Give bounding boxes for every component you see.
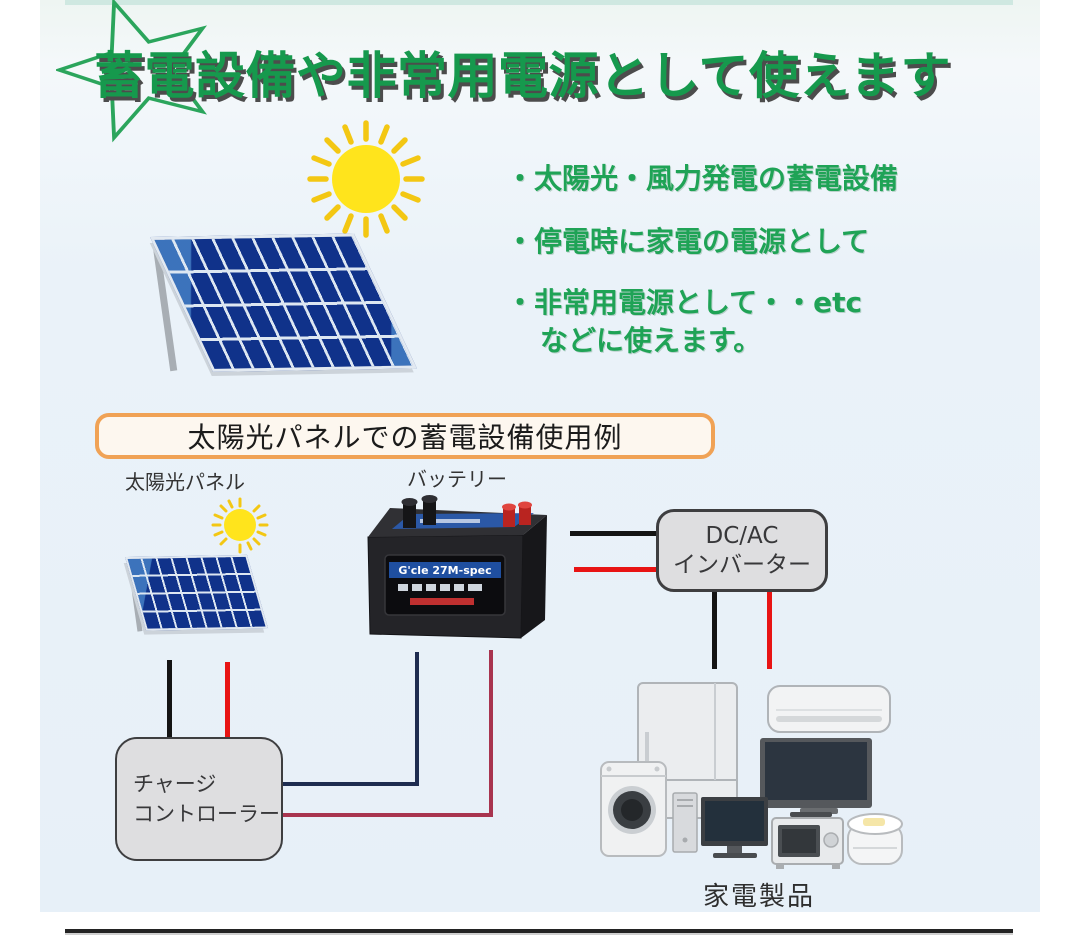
appliances-label: 家電製品 xyxy=(703,882,816,912)
benefits-list: ・太陽光・風力発電の蓄電設備 ・停電時に家電の電源として ・非常用電源として・・… xyxy=(506,162,986,357)
benefit-item: ・太陽光・風力発電の蓄電設備 xyxy=(506,162,899,195)
sun-icon xyxy=(307,120,425,238)
computer-monitor-icon xyxy=(701,797,768,858)
microwave-icon xyxy=(771,817,844,869)
washing-machine-icon xyxy=(600,761,667,857)
battery-illustration: G'cle 27M-spec xyxy=(367,495,547,639)
battery-brand-text: G'cle 27M-spec xyxy=(398,564,491,577)
inverter-label-line1: DC/AC xyxy=(705,522,779,549)
appliances-illustration xyxy=(600,682,903,869)
wire-controller-to-battery-negative xyxy=(415,652,419,784)
computer-tower-icon xyxy=(672,792,698,853)
wire-battery-to-inverter-positive xyxy=(574,567,660,572)
top-accent-strip xyxy=(65,0,1013,5)
benefit-item: などに使えます。 xyxy=(540,324,762,357)
rice-cooker-icon xyxy=(847,813,903,865)
bottom-divider xyxy=(65,929,1013,935)
benefit-item: ・停電時に家電の電源として xyxy=(506,225,870,258)
inverter-box: DC/AC インバーター xyxy=(656,509,828,592)
battery-label: バッテリー xyxy=(407,467,507,491)
wire-inverter-to-appliances-negative xyxy=(712,592,717,669)
wire-battery-to-inverter-negative xyxy=(570,531,660,536)
wire-controller-to-battery-negative xyxy=(283,782,419,786)
example-title-box: 太陽光パネルでの蓄電設備使用例 xyxy=(95,413,715,459)
wire-panel-to-controller-negative xyxy=(167,660,172,740)
sun-icon-small xyxy=(211,497,269,554)
charge-controller-box: チャージ コントローラー xyxy=(115,737,283,861)
inverter-label-line2: インバーター xyxy=(673,551,811,578)
wire-panel-to-controller-positive xyxy=(225,662,230,740)
star-burst-icon xyxy=(56,0,208,143)
wire-inverter-to-appliances-positive xyxy=(767,590,772,669)
page-title: 蓄電設備や非常用電源として使えます xyxy=(94,47,951,105)
tv-icon xyxy=(760,738,872,817)
controller-label-line1: チャージ xyxy=(133,771,217,796)
example-title: 太陽光パネルでの蓄電設備使用例 xyxy=(187,421,623,454)
solar-panel-label: 太陽光パネル xyxy=(125,470,245,494)
benefit-item: ・非常用電源として・・etc xyxy=(506,286,863,319)
controller-label-line2: コントローラー xyxy=(133,802,280,826)
solar-panel-small xyxy=(125,554,269,631)
wire-controller-to-battery-positive xyxy=(283,813,493,817)
wire-controller-to-battery-positive xyxy=(489,650,493,815)
air-conditioner-icon xyxy=(767,685,891,733)
